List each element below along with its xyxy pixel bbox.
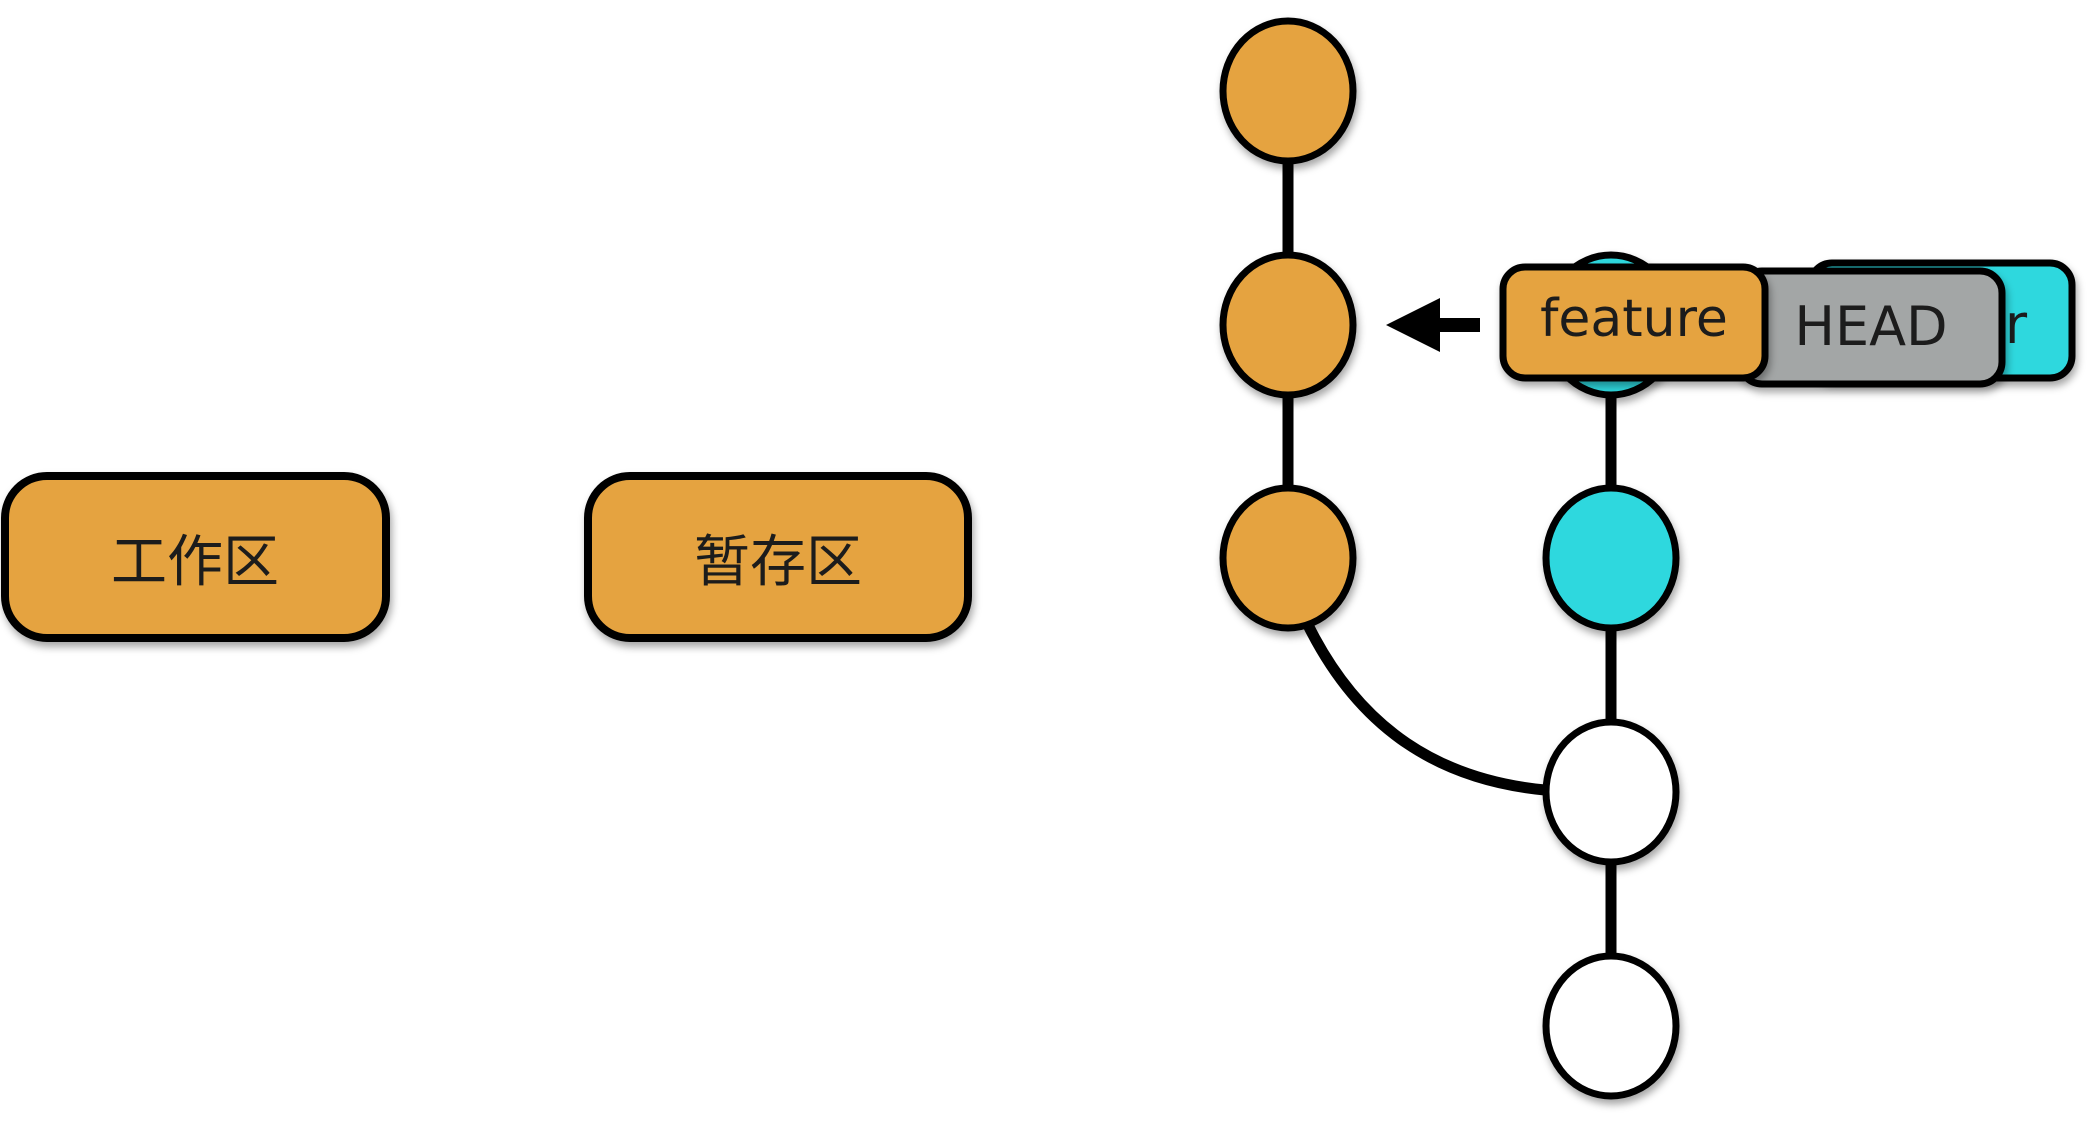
feature-ref: feature bbox=[1499, 263, 1769, 382]
commit-node bbox=[1542, 484, 1680, 632]
feature-ref-label: feature bbox=[1540, 289, 1728, 349]
ref-labels: r HEAD feature bbox=[1499, 259, 2076, 388]
feature-commits bbox=[1219, 17, 1357, 632]
commit-node bbox=[1219, 484, 1357, 632]
head-ref-label: HEAD bbox=[1794, 295, 1947, 358]
commit-edges bbox=[1282, 158, 1617, 957]
staging-area-label: 暂存区 bbox=[694, 530, 862, 595]
staging-area-zone: 暂存区 bbox=[584, 472, 972, 642]
commit-node bbox=[1542, 952, 1680, 1100]
staging-area-box bbox=[584, 472, 972, 642]
branch-merge-curve bbox=[1303, 622, 1546, 796]
working-area-label: 工作区 bbox=[111, 530, 279, 595]
left-arrow-shaft bbox=[1438, 318, 1480, 332]
working-area-zone: 工作区 bbox=[1, 472, 390, 642]
head-ref: HEAD bbox=[1736, 267, 2006, 388]
left-arrow-icon bbox=[1386, 298, 1480, 352]
commit-node bbox=[1542, 718, 1680, 866]
commit-node bbox=[1219, 251, 1357, 399]
feature-ref-box bbox=[1499, 263, 1769, 382]
left-arrow-head bbox=[1386, 298, 1440, 352]
commit-node bbox=[1219, 17, 1357, 165]
working-area-box bbox=[1, 472, 390, 642]
master-ref-label: r bbox=[2005, 293, 2028, 356]
